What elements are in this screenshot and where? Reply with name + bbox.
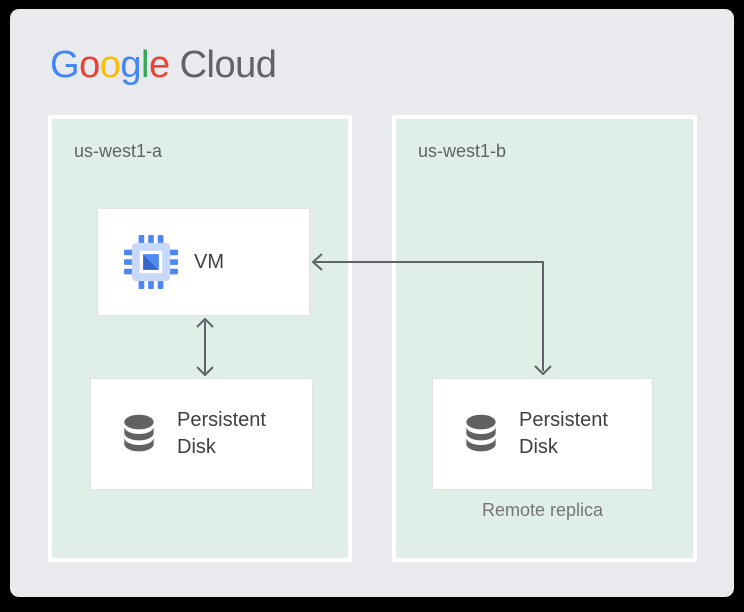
database-cylinder-icon [117, 412, 161, 456]
zone-a-label: us-west1-a [74, 141, 163, 161]
logo-cloud-text: Cloud [179, 44, 277, 86]
persistent-disk-b-label: Persistent Disk [519, 409, 608, 458]
logo-letter-o2: o [99, 44, 121, 86]
logo-letter-g1: G [50, 44, 80, 86]
persistent-disk-a-label: Persistent Disk [177, 409, 266, 458]
database-cylinder-icon [459, 412, 503, 456]
logo-letter-e: e [148, 44, 170, 86]
logo-letter-l: l [140, 44, 149, 86]
zone-b-label: us-west1-b [418, 141, 507, 161]
compute-engine-chip-icon [124, 235, 178, 289]
persistent-disk-node-a: Persistent Disk [90, 378, 313, 490]
persistent-disk-node-b: Persistent Disk [432, 378, 653, 490]
logo-letter-o1: o [79, 44, 100, 86]
logo-letter-g2: g [120, 44, 141, 86]
vm-node: VM [97, 208, 310, 316]
vm-label: VM [194, 250, 224, 273]
remote-replica-caption: Remote replica [481, 500, 604, 520]
zone-us-west1-b: us-west1-b [392, 115, 697, 562]
zone-us-west1-a: us-west1-a [48, 115, 352, 562]
